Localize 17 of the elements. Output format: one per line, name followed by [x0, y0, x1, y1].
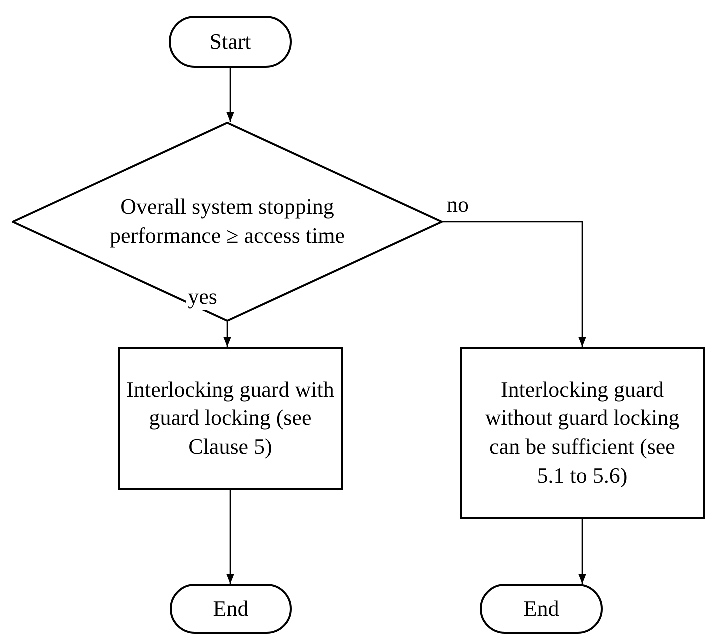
arrow: [578, 519, 586, 584]
node-text: End: [213, 594, 249, 623]
arrow: [226, 68, 234, 122]
terminal-pill: [170, 584, 292, 634]
node-text: End: [524, 594, 560, 623]
node-text: Overall system stopping performance ≥ access time: [108, 193, 346, 250]
node-text: Interlocking guard with guard locking (see Clause 5): [126, 376, 336, 461]
node-text: Interlocking guard without guard locking can be sufficient (see 5.1 to 5.6): [484, 376, 680, 490]
arrow: [224, 322, 232, 347]
arrow: [226, 490, 234, 584]
process-box: [460, 347, 705, 519]
arrow: [443, 221, 586, 347]
node-text: Start: [210, 28, 252, 56]
terminal-pill: [169, 16, 292, 68]
process-box: [118, 347, 343, 490]
terminal-pill: [480, 584, 603, 634]
decision-diamond: [12, 122, 443, 322]
